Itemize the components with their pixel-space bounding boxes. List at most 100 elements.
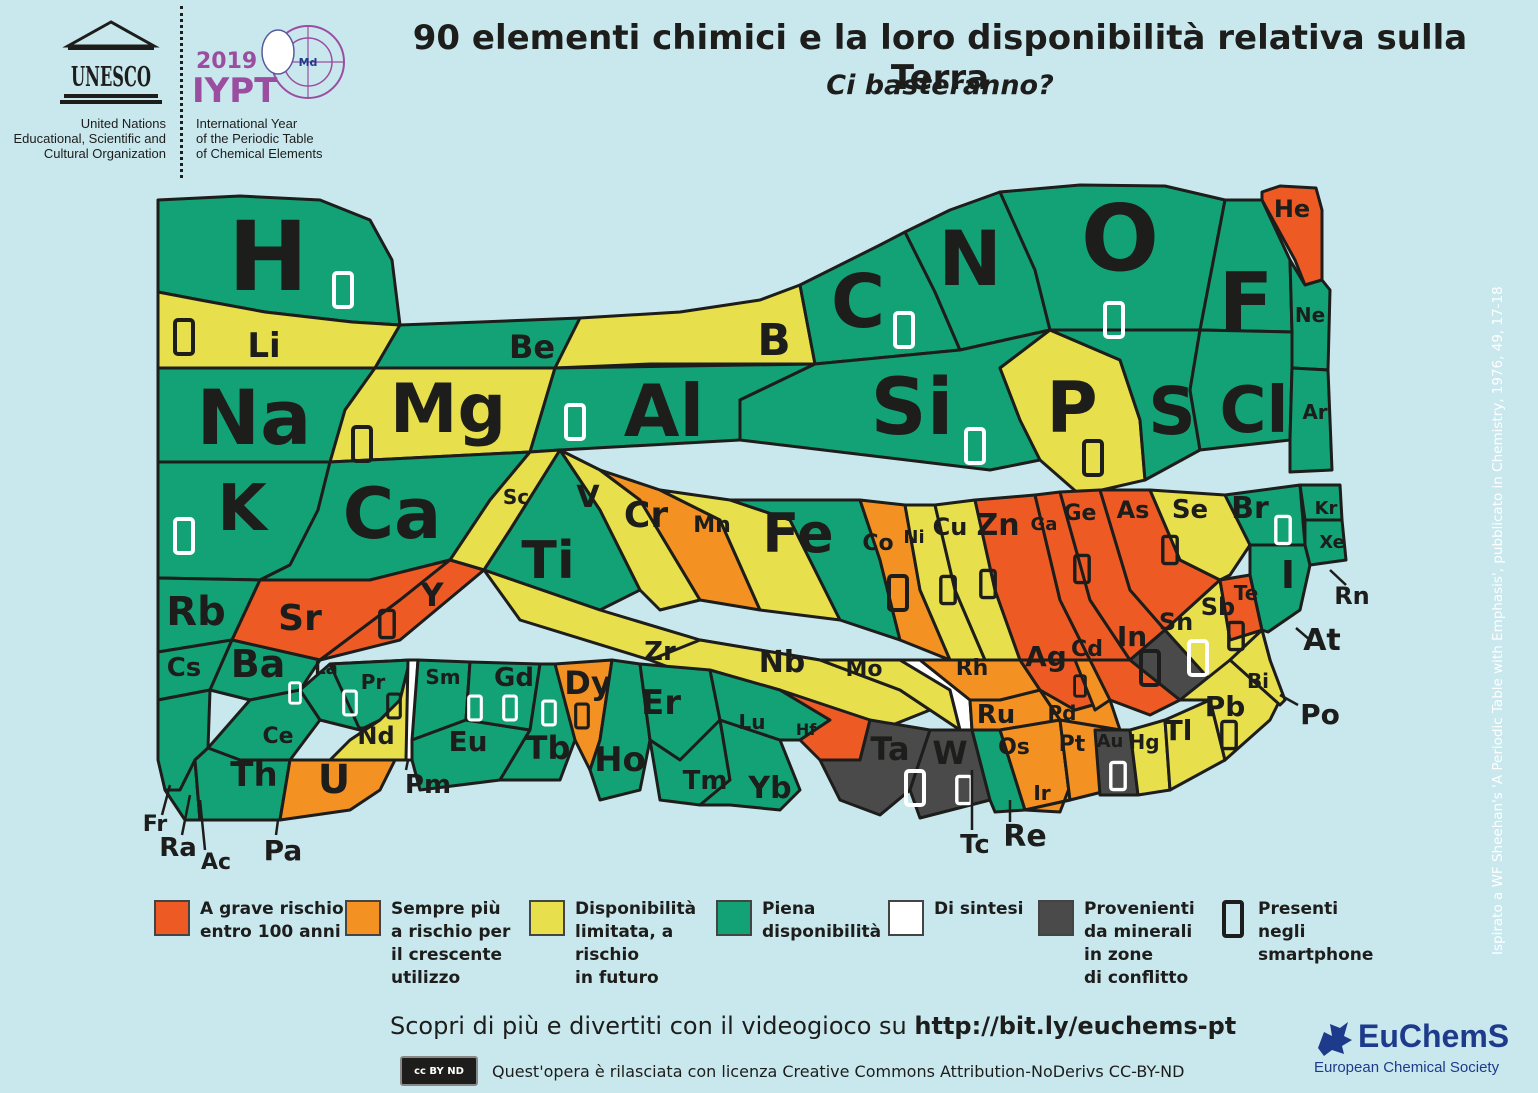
element-symbol-hg: Hg (1128, 730, 1159, 754)
smartphone-icon (564, 403, 586, 441)
legend-label: di conflitto (1084, 968, 1189, 988)
element-symbol-nb: Nb (759, 645, 806, 680)
element-symbol-ne: Ne (1295, 303, 1325, 327)
element-region-in (1088, 658, 1182, 717)
element-symbol-u: U (318, 757, 350, 803)
element-symbol-li: Li (247, 326, 280, 366)
element-regions (156, 183, 1348, 822)
element-region-y (318, 558, 486, 662)
element-symbol-ce: Ce (262, 724, 293, 749)
legend-swatch-severe (154, 900, 190, 936)
side-credit: Ispirato a WF Sheehan's 'A Periodic Tabl… (1490, 286, 1506, 955)
element-symbol-xe: Xe (1319, 532, 1345, 553)
legend-synthetic: Di sintesi (888, 898, 1024, 936)
element-symbol-po: Po (1300, 698, 1340, 731)
euchems-name: EuChemS (1358, 1018, 1510, 1054)
euchems-map-icon (1318, 1022, 1352, 1056)
element-symbol-ru: Ru (977, 700, 1016, 730)
element-symbol-cu: Cu (933, 513, 968, 541)
smartphone-icon (904, 769, 926, 807)
element-symbol-tb: Tb (526, 729, 571, 767)
license-notice: cc BY ND Quest'opera è rilasciata con li… (400, 1056, 1184, 1086)
unesco-logo: UNESCO (60, 20, 162, 104)
legend-severe: A grave rischio entro 100 anni (154, 898, 344, 944)
legend-label: entro 100 anni (200, 922, 341, 942)
element-region-yb (698, 718, 802, 812)
smartphone-icon (887, 574, 909, 612)
element-symbol-sr: Sr (278, 598, 322, 639)
element-symbol-al: Al (624, 369, 704, 453)
element-symbol-ir: Ir (1033, 781, 1050, 805)
legend-label: Di sintesi (934, 899, 1024, 919)
legend-label: smartphone (1258, 945, 1374, 965)
element-symbol-ti: Ti (521, 531, 574, 591)
element-symbol-ac: Ac (201, 850, 231, 875)
smartphone-icon (378, 608, 396, 640)
iypt-year: 2019 (196, 49, 257, 74)
element-symbol-sc: Sc (503, 485, 529, 509)
legend-label: in zone (1084, 945, 1154, 965)
smartphone-icon (893, 311, 915, 349)
element-symbol-th: Th (230, 755, 277, 795)
smartphone-icon (342, 689, 358, 717)
element-symbol-mn: Mn (693, 513, 731, 538)
element-symbol-la: La (314, 658, 338, 679)
legend-label: utilizzo (391, 968, 461, 988)
element-symbol-pr: Pr (361, 670, 386, 694)
legend-increasing: Sempre più a rischio per il crescente ut… (345, 898, 510, 990)
element-region-xe (1303, 518, 1348, 567)
element-symbol-tm: Tm (683, 766, 728, 796)
legend-swatch-synthetic (888, 900, 924, 936)
element-symbol-c: C (831, 259, 885, 345)
page-title: 90 elementi chimici e la loro disponibil… (412, 18, 1468, 98)
smartphone-icon (939, 574, 957, 606)
element-symbol-ho: Ho (594, 740, 646, 780)
legend-label: Presenti (1258, 899, 1339, 919)
element-symbol-au: Au (1097, 731, 1124, 752)
element-symbol-tc: Tc (960, 830, 990, 860)
element-symbol-ga: Ga (1031, 514, 1058, 535)
legend-conflict: Provenienti da minerali in zone di confl… (1038, 898, 1195, 990)
element-symbol-re: Re (1003, 819, 1046, 854)
smartphone-icon (288, 681, 302, 705)
cc-license-badge[interactable]: cc BY ND (400, 1056, 478, 1086)
element-symbol-cl: Cl (1220, 374, 1289, 448)
element-symbol-cr: Cr (624, 495, 668, 536)
element-symbol-he: He (1274, 195, 1310, 223)
smartphone-icon (964, 427, 986, 465)
euchems-fullname: European Chemical Society (1314, 1059, 1500, 1076)
legend-swatch-limited (529, 900, 565, 936)
logo-divider (180, 6, 185, 178)
element-symbol-fr: Fr (143, 812, 168, 837)
element-symbol-n: N (938, 214, 1002, 303)
element-symbol-os: Os (998, 735, 1030, 760)
element-region-u (278, 758, 397, 822)
smartphone-icon (1161, 534, 1179, 566)
element-symbol-yb: Yb (747, 771, 791, 806)
element-symbol-cs: Cs (167, 653, 202, 683)
smartphone-icon (1103, 301, 1125, 339)
element-symbol-h: H (228, 201, 308, 313)
promo-text: Scopri di più e divertiti con il videogi… (390, 1012, 915, 1040)
element-symbol-b: B (757, 315, 791, 366)
element-symbol-pd: Pd (1048, 701, 1077, 725)
unesco-mark: UNESCO (71, 62, 151, 93)
smartphone-icon (979, 568, 997, 600)
promo-link[interactable]: http://bit.ly/euchems-pt (914, 1012, 1237, 1040)
element-symbol-co: Co (862, 531, 893, 556)
element-symbol-pa: Pa (264, 834, 303, 867)
element-symbol-ba: Ba (231, 642, 286, 686)
smartphone-icon (1187, 639, 1209, 677)
iypt-mark: IYPT (192, 71, 278, 108)
smartphone-icon (1073, 674, 1087, 698)
element-symbol-f: F (1219, 256, 1274, 349)
element-symbol-br: Br (1231, 491, 1269, 526)
legend-phone: Presenti negli smartphone (1218, 898, 1373, 967)
element-symbol-as: As (1117, 496, 1150, 524)
element-symbol-zn: Zn (976, 508, 1019, 543)
smartphone-icon (1139, 649, 1161, 687)
legend-label: a rischio per (391, 922, 511, 942)
element-symbol-ar: Ar (1302, 400, 1327, 424)
